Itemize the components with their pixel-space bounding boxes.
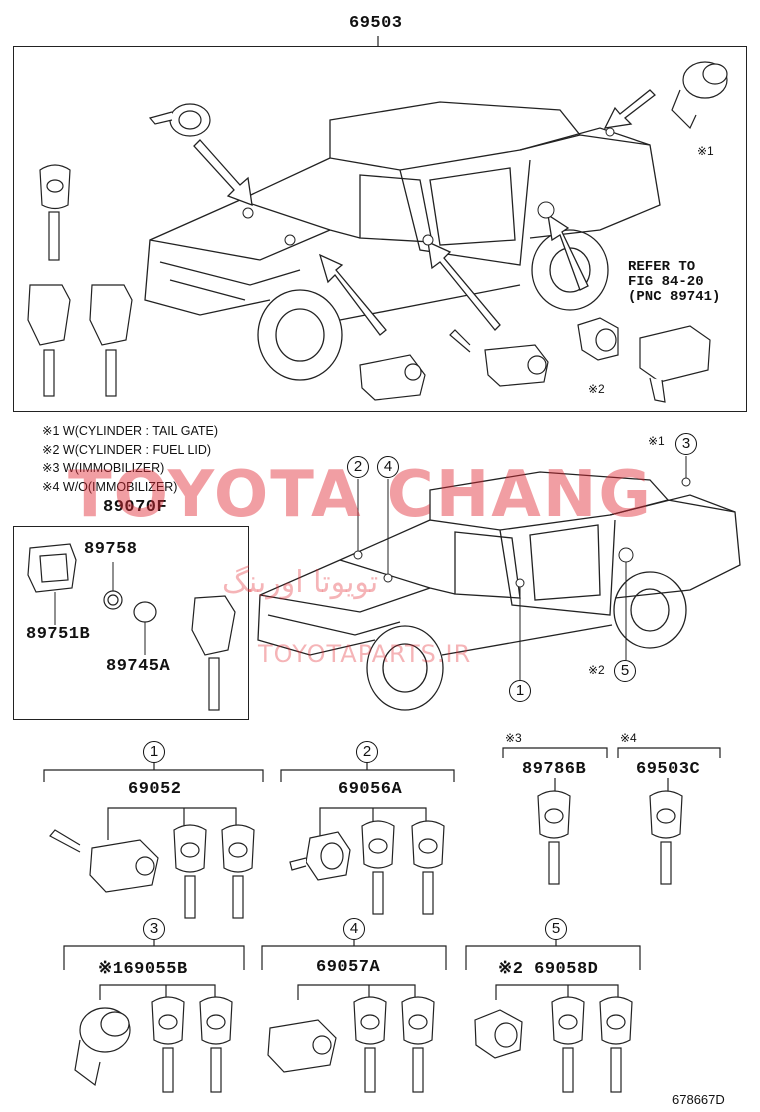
- mark-tailgate: ※1: [697, 144, 714, 158]
- group-6-part: 69057A: [316, 958, 381, 977]
- immobilizer-module: [639, 325, 711, 403]
- group-1-number: 1: [143, 741, 165, 763]
- group-brackets: [43, 747, 721, 1002]
- note-2: ※2 W(CYLINDER : FUEL LID): [42, 443, 212, 457]
- mark-fuel-lid: ※2: [588, 382, 605, 396]
- key-kit-p2: 89751B: [26, 625, 91, 644]
- lock-cylinders-bottom: [49, 829, 523, 1087]
- group-3-mark: ※3: [505, 731, 522, 745]
- callout-2-middle: 2: [347, 456, 369, 478]
- watermark-brand: TOYOTA CHANG: [68, 458, 653, 532]
- group-4-part: 69503C: [636, 760, 701, 779]
- key-kit-p1: 89758: [84, 540, 138, 559]
- watermark-site: TOYOTAPARTS.IR: [258, 640, 472, 668]
- mark-2-middle: ※2: [588, 663, 605, 677]
- group-6-number: 4: [343, 918, 365, 940]
- group-7-number: 5: [545, 918, 567, 940]
- top-part-number: 69503: [349, 14, 403, 33]
- top-frame: [13, 46, 747, 412]
- cylinder-hood-top: [148, 103, 211, 137]
- truck-illustration-top: [144, 101, 661, 381]
- callout-3-middle: 3: [675, 433, 697, 455]
- note-1: ※1 W(CYLINDER : TAIL GATE): [42, 424, 219, 438]
- keys-bottom: [151, 790, 683, 1093]
- key-kit-frame: [13, 526, 249, 720]
- group-3-part: 89786B: [522, 760, 587, 779]
- callout-4-middle: 4: [377, 456, 399, 478]
- callout-1-middle: 1: [509, 680, 531, 702]
- refer-line-1: REFER TO: [628, 259, 696, 275]
- group-1-part: 69052: [128, 780, 182, 799]
- key-kit-title: 89070F: [103, 498, 168, 517]
- mark-1-middle: ※1: [648, 434, 665, 448]
- group-4-mark: ※4: [620, 731, 637, 745]
- arrows-top: [193, 89, 656, 336]
- group-7-part: ※2 69058D: [498, 960, 599, 979]
- group-2-part: 69056A: [338, 780, 403, 799]
- group-5-part: ※169055B: [98, 960, 188, 979]
- refer-line-3: (PNC 89741): [628, 289, 721, 305]
- key-kit-p3: 89745A: [106, 657, 171, 676]
- figure-id: 678667D: [672, 1092, 725, 1107]
- note-3: ※3 W(IMMOBILIZER): [42, 461, 165, 475]
- fuel-lid-cylinder-top: [577, 317, 619, 361]
- group-2-number: 2: [356, 741, 378, 763]
- key-kit-parts: [27, 543, 236, 711]
- group-5-number: 3: [143, 918, 165, 940]
- refer-line-2: FIG 84-20: [628, 274, 704, 290]
- cylinder-tailgate-top: [671, 61, 728, 130]
- keys-top-left: [27, 164, 133, 397]
- callout-5-middle: 5: [614, 660, 636, 682]
- door-lock-top: [359, 329, 549, 401]
- note-4: ※4 W/O(IMMOBILIZER): [42, 480, 178, 494]
- watermark-persian: تویوتا اورینگ: [222, 565, 379, 600]
